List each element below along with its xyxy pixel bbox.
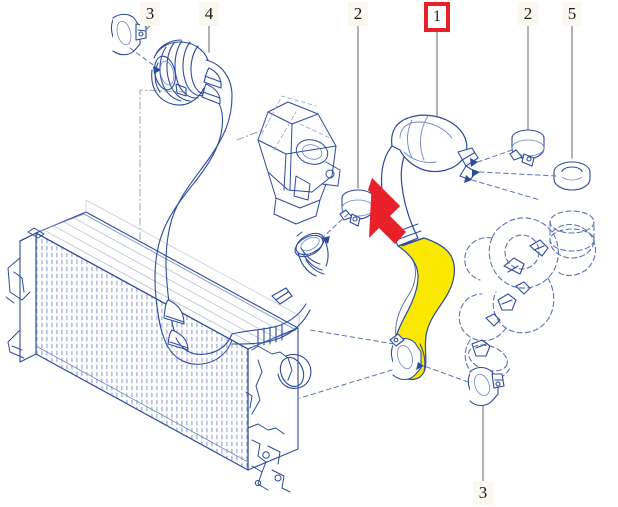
- highlight-arrow: [368, 178, 406, 244]
- turbocharger-accents: [471, 239, 549, 357]
- hose-clamp-3-top: [110, 13, 147, 56]
- callout-3-bottom[interactable]: 3: [473, 481, 493, 505]
- callout-4-top[interactable]: 4: [199, 2, 219, 26]
- hose-clamp-intercooler-outlet: [294, 231, 324, 258]
- hose-clamp-2-mid: [339, 189, 375, 227]
- callout-3-top-left[interactable]: 3: [140, 2, 160, 26]
- assembly-connector-lines: [129, 47, 557, 399]
- turbocharger: [458, 210, 597, 381]
- hose-clamp-lower-intercooler: [389, 333, 422, 381]
- connector-arrowheads: [153, 66, 480, 370]
- sealing-ring-5: [553, 161, 591, 191]
- leader-lines: [131, 25, 573, 482]
- throttle-body: [257, 95, 341, 225]
- callout-2-right[interactable]: 2: [518, 2, 538, 26]
- diagram-artwork: [5, 13, 597, 493]
- callout-5-right[interactable]: 5: [562, 2, 582, 26]
- intake-hose-part4: [151, 39, 329, 365]
- callout-1-main[interactable]: 1: [424, 2, 450, 32]
- callout-2-mid[interactable]: 2: [348, 2, 368, 26]
- hose-clamp-3-bottom: [467, 366, 505, 407]
- intercooler: [5, 199, 312, 493]
- hose-clamp-2-right: [509, 129, 545, 167]
